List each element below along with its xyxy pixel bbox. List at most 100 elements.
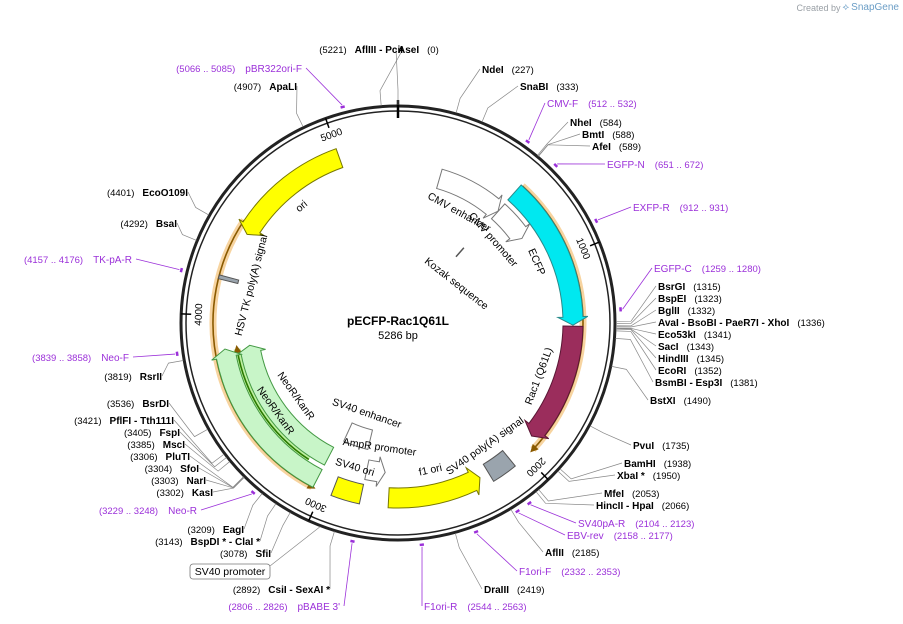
enzyme-name: MscI bbox=[163, 440, 185, 451]
enzyme-name: SnaBI bbox=[520, 82, 549, 93]
enzyme-site-pvui: PvuI(1735) bbox=[633, 441, 690, 452]
tick-label-1000: 1000 bbox=[573, 236, 592, 261]
enzyme-name: FspI bbox=[159, 428, 180, 439]
enzyme-position: (227) bbox=[512, 65, 534, 76]
enzyme-name: PvuI bbox=[633, 441, 654, 452]
green-arc bbox=[233, 344, 310, 461]
primer-bar-f1ori-f bbox=[473, 529, 479, 534]
enzyme-site-kasi: (3302)KasI bbox=[156, 488, 213, 499]
enzyme-site-pflfi-tth111i: (3421)PflFI - Tth111I bbox=[74, 416, 174, 427]
enzyme-position: (2419) bbox=[517, 585, 544, 596]
feature-label-sv40-enhancer: SV40 enhancer bbox=[331, 396, 404, 431]
enzyme-name: SacI bbox=[658, 342, 679, 353]
boxed-label-leader bbox=[269, 526, 321, 567]
primer-bar-sv40pa-r bbox=[526, 500, 532, 506]
enzyme-leader-bspei bbox=[615, 297, 657, 324]
primer-leader-sv40pa-r bbox=[530, 504, 577, 524]
enzyme-leader-bsai bbox=[176, 222, 197, 241]
enzyme-leader-snabi bbox=[481, 85, 519, 122]
feature-label-ecfp: ECFP bbox=[525, 247, 547, 277]
enzyme-name: CsiI - SexAI * bbox=[268, 585, 330, 596]
primer-name: pBABE 3' bbox=[298, 602, 341, 613]
enzyme-name: NarI bbox=[187, 476, 207, 487]
enzyme-site-hincii-hpai: HincII - HpaI(2066) bbox=[596, 501, 689, 512]
primer-leader-neo-f bbox=[132, 353, 176, 358]
enzyme-site-xbai: XbaI * (1950) bbox=[617, 471, 680, 482]
enzyme-position: (5221) bbox=[319, 45, 346, 56]
enzyme-site-bsrgi: BsrGI(1315) bbox=[658, 282, 721, 293]
enzyme-leader-xbai bbox=[557, 470, 616, 482]
primer-name: SV40pA-R bbox=[578, 519, 625, 530]
enzyme-leader-eagi bbox=[243, 493, 263, 530]
enzyme-position: (2053) bbox=[632, 489, 659, 500]
enzyme-leader-apali bbox=[296, 85, 304, 127]
feature-rac1 bbox=[523, 325, 584, 440]
enzyme-name: ApaLI bbox=[269, 82, 297, 93]
primer-bar-neo-f bbox=[175, 351, 179, 357]
enzyme-leader-kasi bbox=[212, 477, 245, 493]
sv40-promoter-box bbox=[189, 563, 271, 580]
enzyme-position: (1343) bbox=[687, 342, 714, 353]
enzyme-name: MfeI bbox=[604, 489, 624, 500]
enzyme-position: (1332) bbox=[688, 306, 715, 317]
enzyme-name: NdeI bbox=[482, 65, 504, 76]
enzyme-site-saci: SacI (1343) bbox=[658, 342, 714, 353]
enzyme-leader-avai-bsobi-paer7i-xhoi bbox=[615, 321, 657, 328]
enzyme-leader-bamhi bbox=[559, 462, 623, 480]
tick-label-5000: 5000 bbox=[319, 126, 344, 144]
enzyme-leader-mfei bbox=[538, 489, 603, 502]
enzyme-leader-saci bbox=[615, 328, 657, 347]
primer-exfp-r: EXFP-R(912 .. 931) bbox=[633, 203, 728, 214]
enzyme-site-mfei: MfeI (2053) bbox=[604, 489, 659, 500]
enzyme-position: (1950) bbox=[653, 471, 680, 482]
primer-bar-tk-pa-r bbox=[179, 267, 184, 273]
enzyme-name: NheI bbox=[570, 118, 592, 129]
enzyme-name: KasI bbox=[192, 488, 213, 499]
feature-hsv-tk bbox=[217, 274, 240, 285]
feature-neor-2 bbox=[211, 348, 323, 488]
enzyme-position: (3304) bbox=[145, 464, 172, 475]
enzyme-name: BsmBI - Esp3I bbox=[655, 378, 722, 389]
enzyme-leader-msci bbox=[184, 443, 230, 472]
primer-range: (1259 .. 1280) bbox=[702, 264, 761, 275]
enzyme-leader-bstxi bbox=[611, 366, 649, 401]
enzyme-leader-draiii bbox=[455, 533, 483, 590]
primer-range: (3229 .. 3248) bbox=[99, 506, 158, 517]
enzyme-leader-pflfi-tth111i bbox=[173, 419, 225, 464]
primer-range: (651 .. 672) bbox=[655, 160, 704, 171]
primer-f1ori-r: F1ori-R(2544 .. 2563) bbox=[424, 602, 527, 613]
enzyme-name: BmtI bbox=[582, 130, 604, 141]
enzyme-name: AfeI bbox=[592, 142, 611, 153]
enzyme-position: (1352) bbox=[694, 366, 721, 377]
enzyme-name: BsrDI bbox=[142, 399, 169, 410]
enzyme-leader-sfii bbox=[270, 512, 291, 554]
primer-range: (2806 .. 2826) bbox=[228, 602, 287, 613]
enzyme-name: EcoO109I bbox=[142, 188, 188, 199]
tick-mark-5000 bbox=[324, 118, 330, 129]
sv40-promoter-boxed-label: SV40 promoter bbox=[195, 566, 266, 578]
primer-leader-exfp-r bbox=[597, 206, 632, 221]
primer-range: (2158 .. 2177) bbox=[614, 531, 673, 542]
enzyme-name: BspDI * - ClaI * bbox=[191, 537, 261, 548]
enzyme-leader-asei bbox=[395, 48, 399, 105]
feature-f1-ori bbox=[387, 466, 481, 509]
enzyme-site-aflii: AflII(2185) bbox=[545, 548, 599, 559]
enzyme-name: DraIII bbox=[484, 585, 509, 596]
enzyme-leader-bglii bbox=[615, 309, 657, 327]
leader-lines bbox=[132, 48, 657, 607]
kozak-label: Kozak sequence bbox=[422, 255, 491, 312]
enzyme-leader-fspi bbox=[179, 431, 227, 468]
enzyme-leader-nhei bbox=[537, 121, 569, 156]
primer-leader-pbabe-3 bbox=[343, 543, 353, 607]
enzyme-site-ecori: EcoRI(1352) bbox=[658, 366, 722, 377]
primer-bar-egfp-n bbox=[553, 162, 559, 168]
primer-name: EBV-rev bbox=[567, 531, 604, 542]
enzyme-name: XbaI * bbox=[617, 471, 645, 482]
tick-label-3000: 3000 bbox=[303, 494, 328, 513]
credit-brand: SnapGene bbox=[851, 2, 899, 13]
tick-label-4000: 4000 bbox=[193, 303, 205, 326]
primer-range: (3839 .. 3858) bbox=[32, 353, 91, 364]
enzyme-name: SfiI bbox=[255, 549, 271, 560]
enzyme-position: (4292) bbox=[120, 219, 147, 230]
